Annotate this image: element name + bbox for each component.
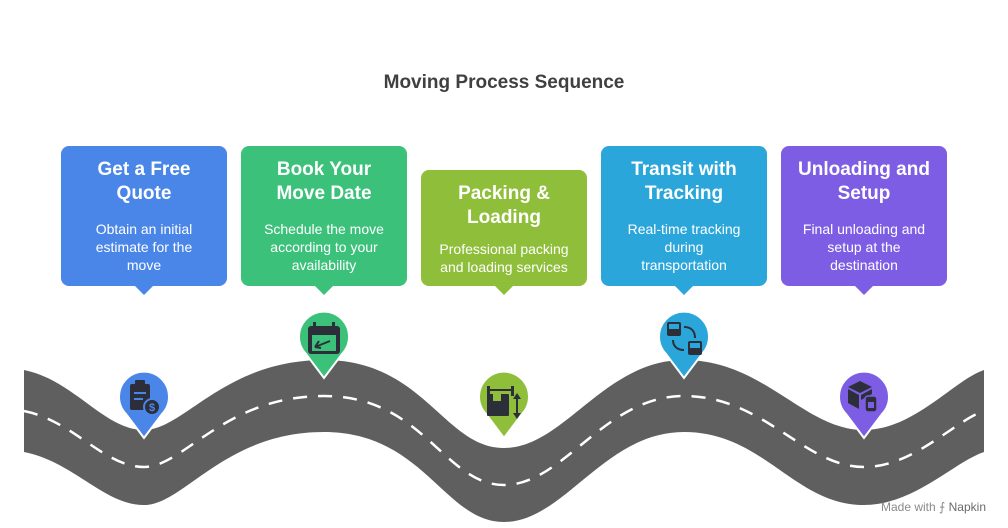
svg-text:$: $ (149, 402, 155, 414)
card-pointer (314, 285, 334, 295)
card-description: Schedule the move according to your avai… (249, 220, 399, 274)
diagram-title: Moving Process Sequence (383, 72, 625, 93)
pin-marker-quote: $ (118, 370, 170, 440)
card-title: Unloading and Setup (789, 158, 939, 206)
step-card-transit-tracking: Transit with Tracking Real-time tracking… (601, 146, 767, 295)
made-with-napkin-credit: Made with ⨍ Napkin (881, 500, 986, 514)
card-desc-line: transportation (641, 257, 727, 273)
card-description: Obtain an initial estimate for the move (69, 220, 219, 274)
card-desc-line: Schedule the move (264, 221, 384, 237)
road-center-line (23, 394, 985, 487)
pin-marker-package (478, 370, 530, 440)
step-card-unloading-setup: Unloading and Setup Final unloading and … (781, 146, 947, 295)
card-desc-line: according to your (270, 239, 378, 255)
card-description: Final unloading and setup at the destina… (789, 220, 939, 274)
pin-marker-unloading (838, 370, 890, 440)
card-title-line-2: Loading (467, 207, 541, 228)
card-title-line-2: Setup (837, 183, 891, 204)
card-title: Book Your Move Date (249, 158, 399, 206)
card-title-line-1: Unloading and (798, 159, 930, 180)
card-pointer (494, 285, 514, 295)
card-title: Get a Free Quote (69, 158, 219, 206)
card-pointer (854, 285, 874, 295)
package-dimensions-icon (487, 386, 521, 419)
napkin-logo-icon: ⨍ (939, 500, 946, 514)
card-desc-line: Obtain an initial (95, 221, 193, 237)
card-title-line-2: Move Date (276, 183, 372, 204)
card-title: Transit with Tracking (609, 158, 759, 206)
footer-brand-text: Napkin (948, 500, 986, 514)
card-desc-line: move (126, 257, 162, 273)
card-title-line-2: Quote (116, 183, 172, 204)
pin-marker-calendar (298, 310, 350, 380)
calendar-icon (308, 322, 340, 354)
card-title-line-1: Book Your (276, 159, 372, 180)
card-pointer (134, 285, 154, 295)
card-desc-line: Real-time tracking (627, 221, 741, 237)
quote-clipboard-dollar-icon: $ (130, 380, 161, 416)
step-card-get-quote: Get a Free Quote Obtain an initial estim… (61, 146, 227, 295)
card-desc-line: estimate for the (95, 239, 193, 255)
card-desc-line: during (664, 239, 704, 255)
card-desc-line: Professional packing (439, 241, 569, 257)
box-unpack-icon (848, 381, 878, 413)
card-desc-line: Final unloading and (802, 221, 926, 237)
bus-transit-icon (667, 322, 702, 355)
road (24, 360, 984, 522)
card-desc-line: availability (291, 257, 357, 273)
card-desc-line: setup at the (827, 239, 901, 255)
card-title-line-1: Packing & (458, 183, 550, 204)
card-title: Packing & Loading (429, 182, 579, 230)
card-title-line-2: Tracking (644, 183, 724, 204)
step-card-book-date: Book Your Move Date Schedule the move ac… (241, 146, 407, 295)
card-desc-line: and loading services (440, 259, 568, 275)
step-card-packing-loading: Packing & Loading Professional packing a… (421, 170, 587, 295)
card-pointer (674, 285, 694, 295)
card-title-line-1: Get a Free (97, 159, 191, 180)
card-desc-line: destination (830, 257, 898, 273)
card-title-line-1: Transit with (631, 159, 737, 180)
footer-made-with-text: Made with (880, 500, 936, 514)
pin-marker-transit (658, 310, 710, 380)
card-description: Real-time tracking during transportation (609, 220, 759, 274)
card-description: Professional packing and loading service… (429, 240, 579, 276)
